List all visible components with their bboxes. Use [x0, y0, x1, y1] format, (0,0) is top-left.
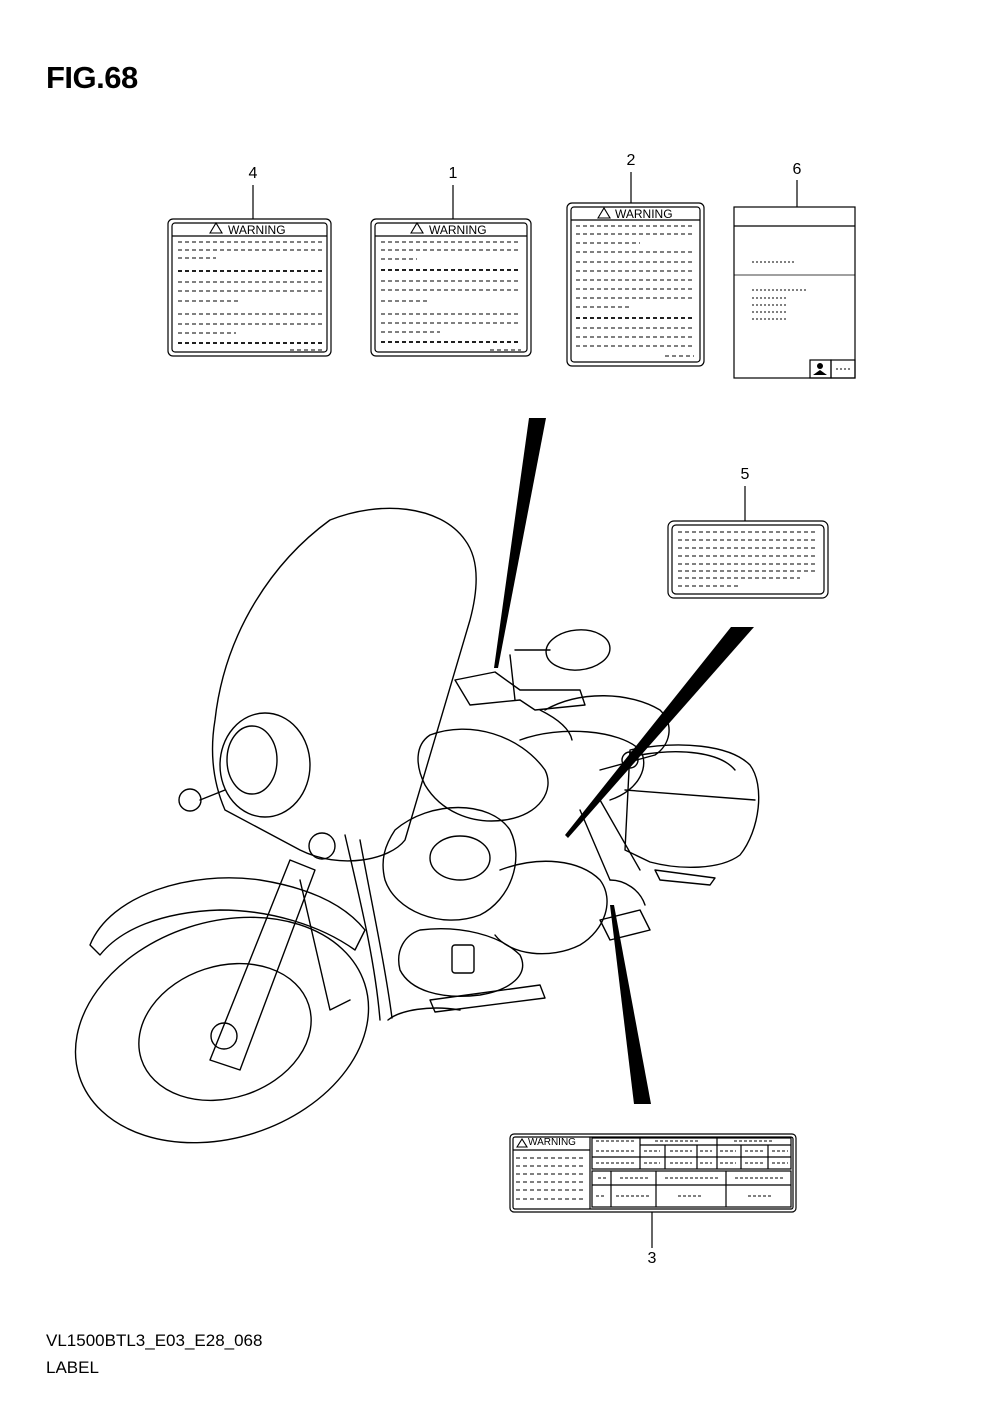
warning-triangle-icon — [209, 206, 611, 1148]
pointer-wedges — [494, 418, 754, 1104]
figure-code: VL1500BTL3_E03_E28_068 — [46, 1331, 263, 1350]
pointer-wedge-5 — [565, 627, 754, 838]
callout-number-6: 6 — [792, 161, 802, 178]
manual-reader-icon — [813, 363, 827, 375]
callout-number-4: 4 — [248, 165, 258, 182]
label-4-header: WARNING — [228, 223, 286, 237]
callout-number-5: 5 — [740, 466, 750, 483]
label-4-card — [167, 185, 332, 357]
label-1-card — [370, 185, 532, 357]
figure-caption: LABEL — [46, 1358, 99, 1377]
figure-title: FIG.68 — [46, 60, 138, 95]
callout-number-2: 2 — [626, 152, 636, 169]
label-6-booklet — [733, 180, 856, 379]
pointer-wedge-3 — [610, 905, 651, 1104]
motorcycle-drawing — [74, 507, 760, 1144]
callout-number-3: 3 — [647, 1250, 657, 1267]
label-3-header: WARNING — [528, 1137, 576, 1148]
label-2-header: WARNING — [615, 207, 673, 221]
label-1-header: WARNING — [429, 223, 487, 237]
label-5-card — [667, 486, 829, 599]
pointer-wedge-1 — [494, 418, 546, 668]
callout-number-1: 1 — [448, 165, 458, 182]
label-2-card — [566, 172, 705, 367]
label-3-card — [509, 1133, 797, 1248]
